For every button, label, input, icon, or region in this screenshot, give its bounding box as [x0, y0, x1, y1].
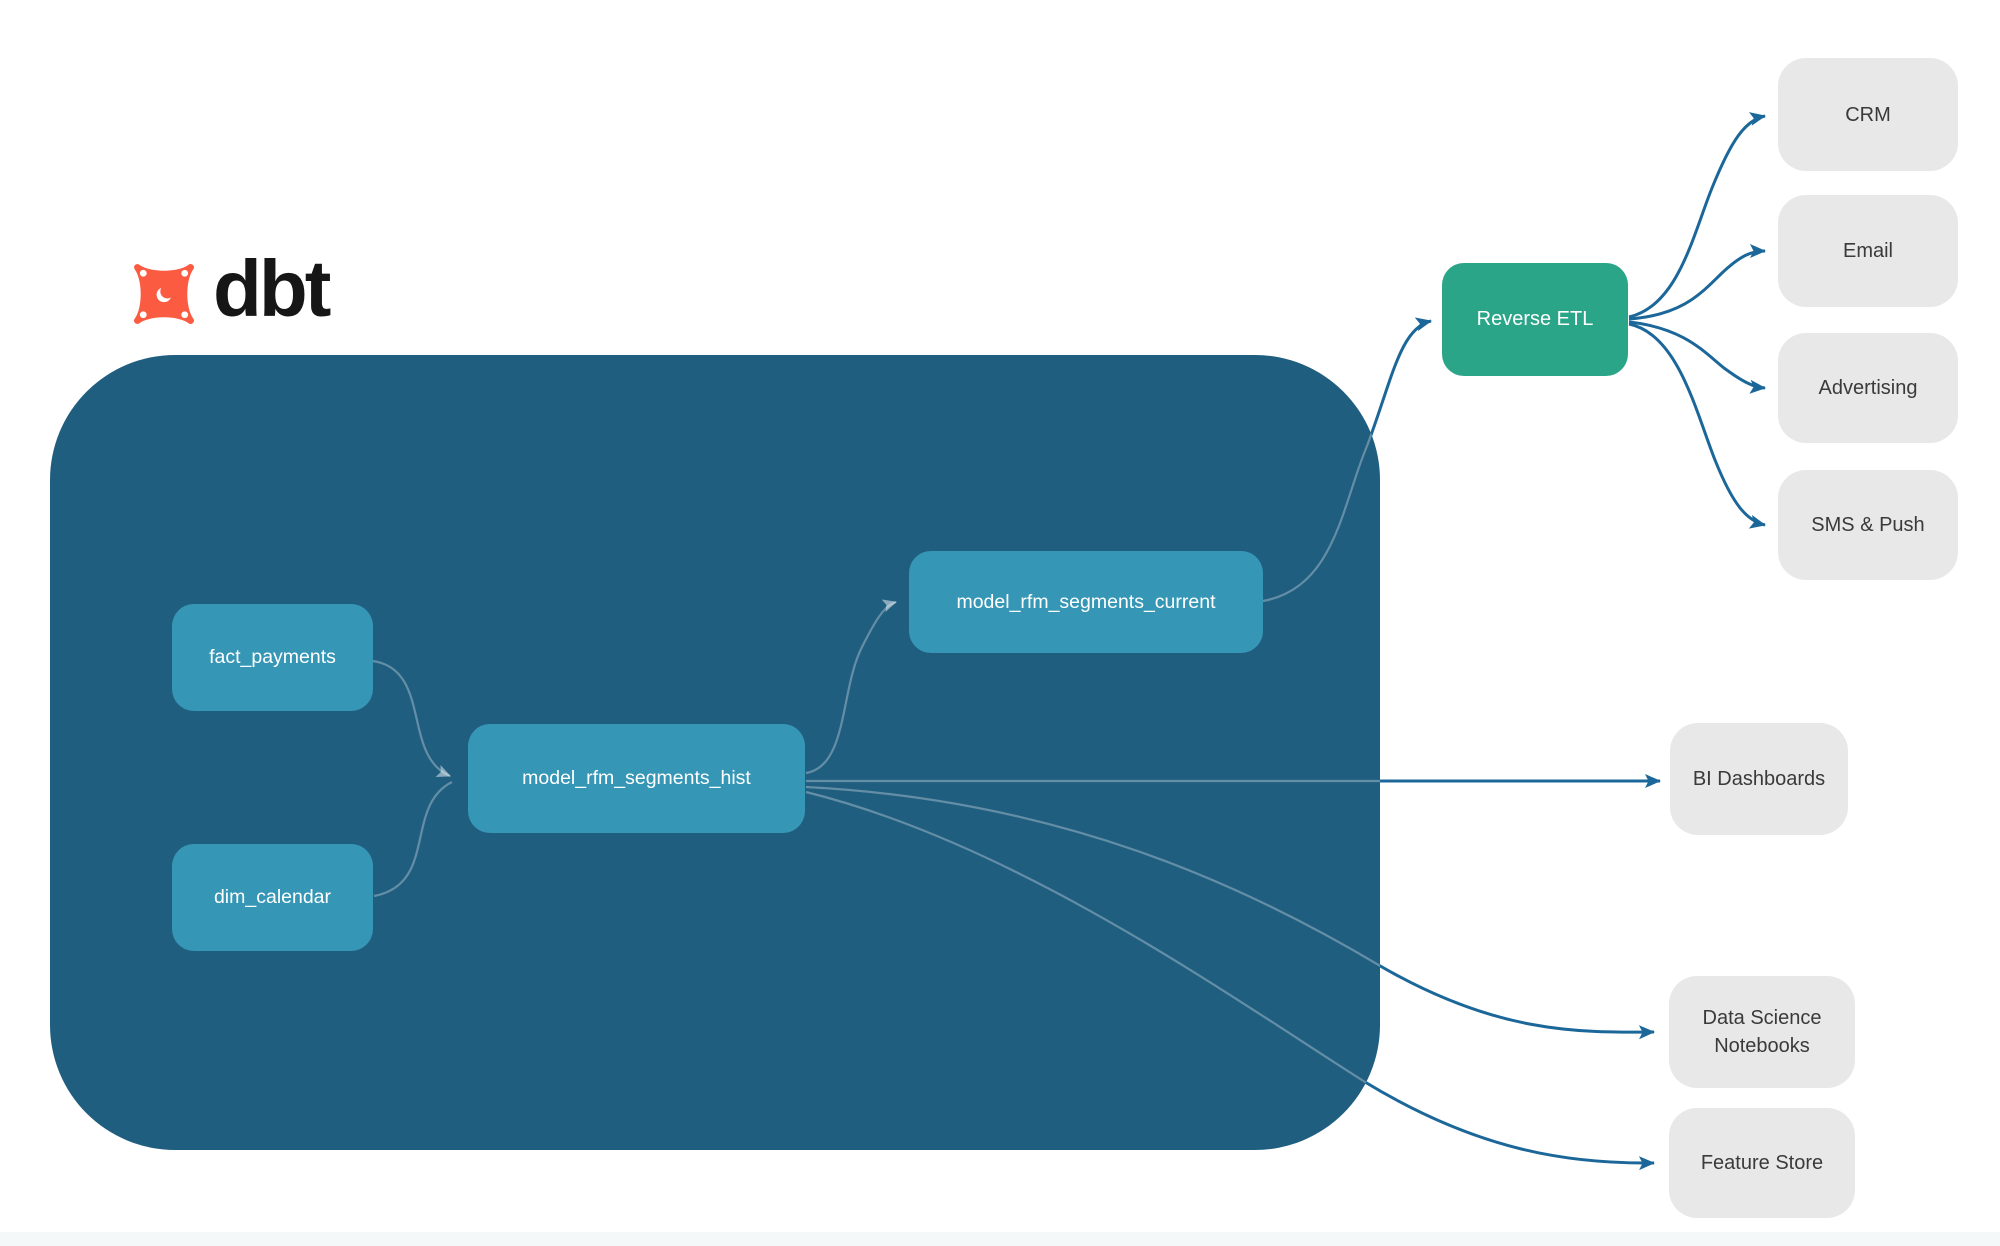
dest-feature-store-label: Feature Store	[1700, 1152, 1824, 1174]
bottom-band	[0, 1232, 2000, 1246]
node-model-rfm-segments-hist: model_rfm_segments_hist	[468, 724, 805, 833]
edge-dim-calendar-to-hist	[373, 781, 453, 898]
dest-data-science-notebooks: Data Science Notebooks	[1669, 976, 1855, 1088]
edge-hist-to-data-science-notebooks-interior	[805, 785, 1380, 1034]
dest-advertising-label: Advertising	[1818, 377, 1918, 399]
dest-email: Email	[1778, 195, 1958, 307]
dest-crm: CRM	[1778, 58, 1958, 171]
dest-data-science-notebooks-label: Data Science Notebooks	[1702, 1007, 1822, 1057]
dest-crm-label: CRM	[1845, 103, 1891, 126]
dest-sms-push: SMS & Push	[1778, 470, 1958, 580]
node-dim-calendar-label: dim_calendar	[213, 886, 332, 908]
node-model-rfm-segments-current-label: model_rfm_segments_current	[956, 590, 1216, 613]
dbt-logo: dbt	[127, 244, 331, 333]
dest-feature-store: Feature Store	[1669, 1108, 1855, 1218]
node-model-rfm-segments-hist-label: model_rfm_segments_hist	[522, 767, 751, 789]
node-model-rfm-segments-current: model_rfm_segments_current	[909, 551, 1263, 653]
node-dim-calendar: dim_calendar	[172, 844, 373, 951]
dbt-logo-text: dbt	[213, 244, 331, 333]
dest-sms-push-label: SMS & Push	[1811, 514, 1925, 536]
edge-reverse-etl-to-advertising	[1628, 320, 1766, 394]
edge-hist-to-current	[805, 599, 897, 775]
edge-current-to-reverse-etl-interior	[1262, 355, 1380, 603]
edge-hist-to-feature-store-interior	[805, 790, 1380, 1150]
edge-fact-payments-to-hist	[372, 659, 451, 778]
node-reverse-etl: Reverse ETL	[1442, 263, 1628, 376]
dest-bi-dashboards-label: BI Dashboards	[1692, 768, 1826, 790]
edge-reverse-etl-to-crm	[1628, 112, 1766, 319]
node-fact-payments: fact_payments	[172, 604, 373, 711]
dbt-logo-icon	[134, 264, 194, 324]
node-reverse-etl-label: Reverse ETL	[1476, 308, 1594, 330]
node-fact-payments-label: fact_payments	[209, 646, 336, 668]
edge-reverse-etl-to-sms-push	[1628, 322, 1766, 529]
edge-reverse-etl-to-email	[1628, 244, 1766, 321]
dest-email-label: Email	[1842, 240, 1893, 262]
dest-bi-dashboards: BI Dashboards	[1670, 723, 1848, 835]
dest-advertising: Advertising	[1778, 333, 1958, 443]
